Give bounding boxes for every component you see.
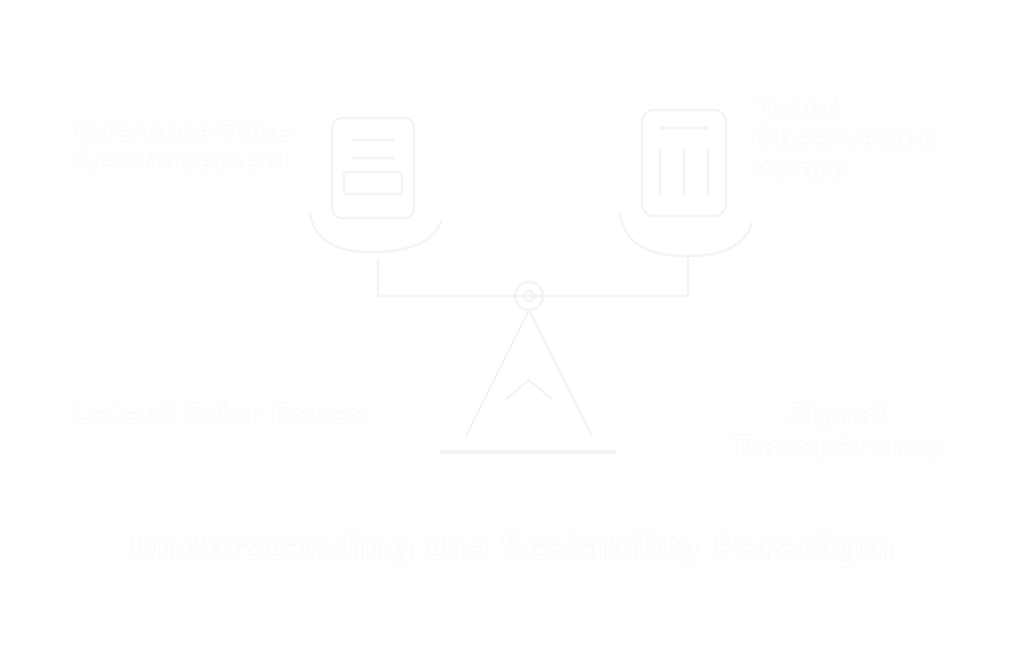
left-bottom-label: Latent Prior Reuse	[70, 398, 370, 430]
left-top-label-line2: Reinforcement	[58, 148, 308, 178]
right-bottom-label: Signal Transparency	[696, 398, 976, 462]
left-top-label: Inference-Time Reinforcement	[58, 118, 308, 178]
right-pan	[620, 214, 752, 256]
server-stack-icon	[642, 110, 726, 216]
right-top-label-line1: Tuned	[752, 92, 952, 123]
scale-stand-inner	[505, 380, 553, 400]
right-top-label-line2: Observation	[752, 123, 952, 154]
left-top-label-line1: Inference-Time	[58, 118, 308, 148]
right-top-label-line3: Aware	[752, 154, 952, 185]
scale-beam	[378, 258, 688, 296]
scale-stand	[466, 310, 592, 436]
tablet-icon	[332, 118, 414, 218]
diagram-caption: Understanding the Scalability Paradigm	[0, 528, 1024, 568]
right-top-label: Tuned Observation Aware	[752, 92, 952, 185]
